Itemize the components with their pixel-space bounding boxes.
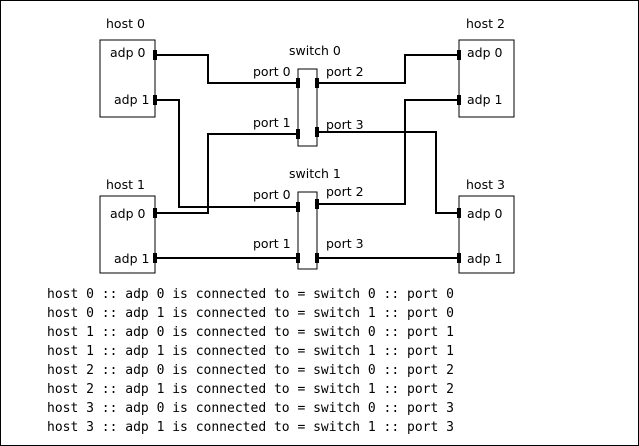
host-3-adp0-terminal xyxy=(457,208,461,218)
host-1-adp0-terminal xyxy=(153,208,157,218)
switch-1-label: switch 1 xyxy=(289,166,341,181)
switch-1-port2-terminal xyxy=(315,199,319,209)
switch-1-port3-label: port 3 xyxy=(326,236,364,251)
connection-line: host 1 :: adp 1 is connected to = switch… xyxy=(47,344,454,359)
switch-1-box xyxy=(297,191,318,270)
host-1-box xyxy=(99,195,156,274)
host-3-adp0-label: adp 0 xyxy=(467,206,503,221)
host-0-box xyxy=(99,39,156,118)
host-1-adp1-terminal xyxy=(153,253,157,263)
switch-0-port0-label: port 0 xyxy=(253,64,291,79)
switch-0-port2-terminal xyxy=(315,78,319,88)
host-3-label: host 3 xyxy=(466,177,505,192)
host-2: host 2 adp 0 adp 1 xyxy=(458,16,515,118)
host-3-adp1-terminal xyxy=(457,253,461,263)
host-2-adp1-terminal xyxy=(457,95,461,105)
switch-0-port0-terminal xyxy=(296,78,300,88)
wire-host0-adp0-switch0-port0 xyxy=(157,54,297,84)
host-0-adp0-terminal xyxy=(153,50,157,60)
switch-0: switch 0 port 0 port 1 port 2 port 3 xyxy=(253,43,364,147)
switch-1-port0-terminal xyxy=(296,202,300,212)
switch-0-port3-label: port 3 xyxy=(326,117,364,132)
host-1-adp1-label: adp 1 xyxy=(114,251,149,266)
host-3-adp1-label: adp 1 xyxy=(467,251,502,266)
host-2-adp0-terminal xyxy=(457,50,461,60)
switch-1-port0-label: port 0 xyxy=(253,187,291,202)
host-1-label: host 1 xyxy=(106,177,145,192)
wire-host2-adp1-switch1-port2 xyxy=(318,99,458,205)
switch-0-label: switch 0 xyxy=(289,43,341,58)
switch-1-port3-terminal xyxy=(315,253,319,263)
connection-line: host 2 :: adp 1 is connected to = switch… xyxy=(47,382,454,397)
host-1: host 1 adp 0 adp 1 xyxy=(99,177,156,274)
host-0-label: host 0 xyxy=(106,16,145,31)
connection-line: host 3 :: adp 0 is connected to = switch… xyxy=(47,401,454,416)
connection-line: host 3 :: adp 1 is connected to = switch… xyxy=(47,420,454,435)
host-1-adp0-label: adp 0 xyxy=(110,206,146,221)
wire-host2-adp0-switch0-port2 xyxy=(318,54,458,84)
wire-host1-adp0-switch0-port1 xyxy=(157,133,297,214)
connection-list: host 0 :: adp 0 is connected to = switch… xyxy=(47,287,454,435)
connection-line: host 2 :: adp 0 is connected to = switch… xyxy=(47,363,454,378)
switch-0-box xyxy=(297,68,318,147)
switch-0-port3-terminal xyxy=(315,127,319,137)
wire-host0-adp1-switch1-port0 xyxy=(157,99,297,208)
switch-0-port1-label: port 1 xyxy=(253,115,291,130)
host-0-adp0-label: adp 0 xyxy=(110,45,146,60)
switch-0-port1-terminal xyxy=(296,129,300,139)
host-3: host 3 adp 0 adp 1 xyxy=(458,177,515,274)
host-2-label: host 2 xyxy=(466,16,505,31)
switch-1-port1-terminal xyxy=(296,253,300,263)
host-0-adp1-terminal xyxy=(153,95,157,105)
host-2-adp1-label: adp 1 xyxy=(467,92,502,107)
wire-host3-adp0-switch0-port3 xyxy=(318,131,458,214)
switch-1: switch 1 port 0 port 1 port 2 port 3 xyxy=(253,166,364,270)
connection-line: host 0 :: adp 0 is connected to = switch… xyxy=(47,287,454,302)
host-0-adp1-label: adp 1 xyxy=(114,92,149,107)
switch-1-port2-label: port 2 xyxy=(326,184,364,199)
switch-0-port2-label: port 2 xyxy=(326,64,364,79)
host-0: host 0 adp 0 adp 1 xyxy=(99,16,156,118)
host-3-box xyxy=(458,195,515,274)
connection-line: host 1 :: adp 0 is connected to = switch… xyxy=(47,325,454,340)
host-2-adp0-label: adp 0 xyxy=(467,45,503,60)
switch-1-port1-label: port 1 xyxy=(253,236,291,251)
host-2-box xyxy=(458,39,515,118)
connection-line: host 0 :: adp 1 is connected to = switch… xyxy=(47,306,454,321)
